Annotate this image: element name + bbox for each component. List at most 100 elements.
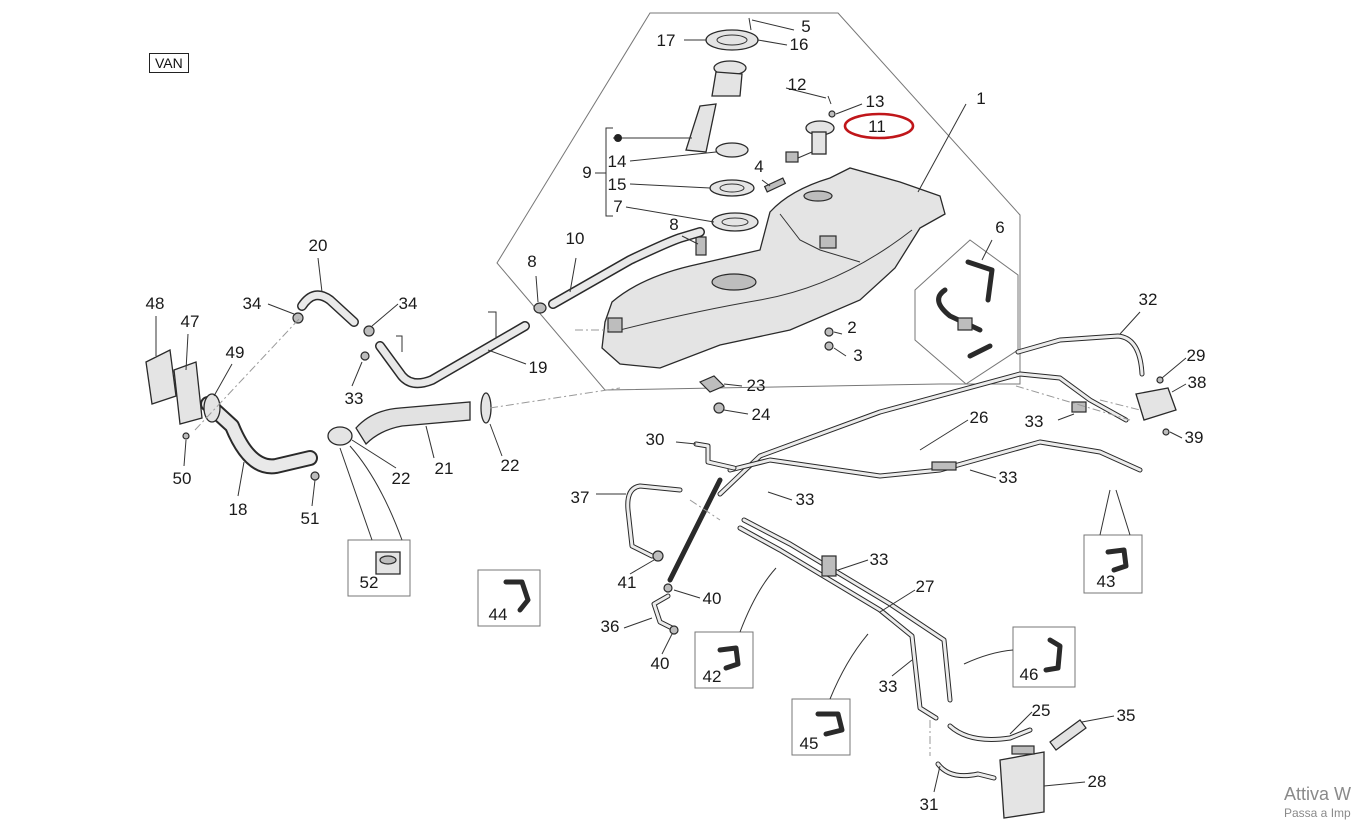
callout-13: 13 xyxy=(866,92,885,111)
bolt-39 xyxy=(1162,428,1170,436)
callout-32: 32 xyxy=(1139,290,1158,309)
callout-10: 10 xyxy=(566,229,585,248)
callout-18: 18 xyxy=(229,500,248,519)
activation-watermark: Attiva W Passa a Imp xyxy=(1284,783,1351,821)
detail-box-52 xyxy=(347,539,411,597)
hose-35 xyxy=(1049,719,1087,751)
callout-9: 9 xyxy=(582,163,591,182)
hose-37 xyxy=(625,483,683,559)
detail-46-lead xyxy=(963,649,1014,665)
callout-35: 35 xyxy=(1117,706,1136,725)
line-6-upper xyxy=(965,259,995,303)
bracket-8-upper xyxy=(695,236,707,256)
detail-52-lead-a xyxy=(339,447,373,541)
line-27-a xyxy=(737,525,939,721)
line-6-lower xyxy=(936,287,983,333)
callout-30: 30 xyxy=(646,430,665,449)
guide-5 xyxy=(689,499,721,521)
callout-6: 6 xyxy=(995,218,1004,237)
callout-36: 36 xyxy=(601,617,620,636)
callout-33: 33 xyxy=(796,490,815,509)
callout-24: 24 xyxy=(752,405,771,424)
plate-48 xyxy=(145,349,177,405)
callout-42: 42 xyxy=(703,667,722,686)
callout-34: 34 xyxy=(399,294,418,313)
canister-28-top xyxy=(1011,745,1035,755)
callout-43: 43 xyxy=(1097,572,1116,591)
clip-42 xyxy=(717,645,741,671)
callout-45: 45 xyxy=(800,734,819,753)
fuel-tank xyxy=(601,167,946,369)
canister-28 xyxy=(999,751,1045,819)
bolt-51 xyxy=(310,471,320,481)
callout-49: 49 xyxy=(226,343,245,362)
line-26-top xyxy=(717,371,1129,497)
callout-5: 5 xyxy=(801,17,810,36)
callout-1: 1 xyxy=(976,89,985,108)
callout-37: 37 xyxy=(571,488,590,507)
tank-strap-tab xyxy=(607,317,623,333)
ring-49 xyxy=(203,393,221,423)
gasket-47 xyxy=(173,361,203,425)
group-bracket-9 xyxy=(605,127,613,217)
screw-5-shaft xyxy=(748,17,752,31)
tank-valve xyxy=(819,235,837,249)
clip-43 xyxy=(1105,547,1129,573)
clip-44 xyxy=(503,579,531,613)
callout-22: 22 xyxy=(392,469,411,488)
detail-box-44 xyxy=(477,569,541,627)
level-sender-body xyxy=(811,131,827,155)
van-variant-tag: VAN xyxy=(149,53,189,73)
callout-2: 2 xyxy=(847,318,856,337)
gasket-7 xyxy=(711,212,759,232)
level-sender-connector xyxy=(785,151,799,163)
tank-seam xyxy=(611,229,913,333)
bullet-dot xyxy=(614,134,622,142)
callout-39: 39 xyxy=(1185,428,1204,447)
fuel-pump-module xyxy=(685,103,717,153)
callout-3: 3 xyxy=(853,346,862,365)
clamp-41 xyxy=(652,550,664,562)
washer-13 xyxy=(828,110,836,118)
detail-box-43 xyxy=(1083,534,1143,594)
detail-42-lead xyxy=(739,567,777,633)
fuel-pump-body xyxy=(711,71,743,97)
screw-12-shaft xyxy=(827,95,832,105)
callout-27: 27 xyxy=(916,577,935,596)
callout-25: 25 xyxy=(1032,701,1051,720)
callout-33: 33 xyxy=(870,550,889,569)
callout-11: 11 xyxy=(868,117,886,136)
callout-16: 16 xyxy=(790,35,809,54)
callout-4: 4 xyxy=(754,157,763,176)
callout-50: 50 xyxy=(173,469,192,488)
tank-ridge xyxy=(779,213,861,263)
line-6-bottom xyxy=(967,343,993,359)
clamp-34-right xyxy=(363,325,375,337)
detail-box-46 xyxy=(1012,626,1076,688)
screw-50 xyxy=(182,432,190,440)
clamp-22-right xyxy=(480,392,492,424)
callout-34: 34 xyxy=(243,294,262,313)
callout-40: 40 xyxy=(651,654,670,673)
callout-20: 20 xyxy=(309,236,328,255)
callout-33: 33 xyxy=(879,677,898,696)
clamp-40-bottom xyxy=(669,625,679,635)
canister-38 xyxy=(1135,387,1177,421)
callout-15: 15 xyxy=(608,175,627,194)
callout-22: 22 xyxy=(501,456,520,475)
ring-15-inner xyxy=(719,183,745,193)
callout-8: 8 xyxy=(527,252,536,271)
callout-52: 52 xyxy=(360,573,379,592)
callout-51: 51 xyxy=(301,509,320,528)
callout-38: 38 xyxy=(1188,373,1207,392)
clip-4 xyxy=(763,177,787,193)
callout-33: 33 xyxy=(999,468,1018,487)
bolt-3 xyxy=(824,341,834,351)
filler-hose-21 xyxy=(355,401,471,446)
tank-sender-port xyxy=(803,190,833,202)
detail-box-45 xyxy=(791,698,851,756)
callout-48: 48 xyxy=(146,294,165,313)
highlight-ring xyxy=(843,112,915,140)
nut-2 xyxy=(824,327,834,337)
